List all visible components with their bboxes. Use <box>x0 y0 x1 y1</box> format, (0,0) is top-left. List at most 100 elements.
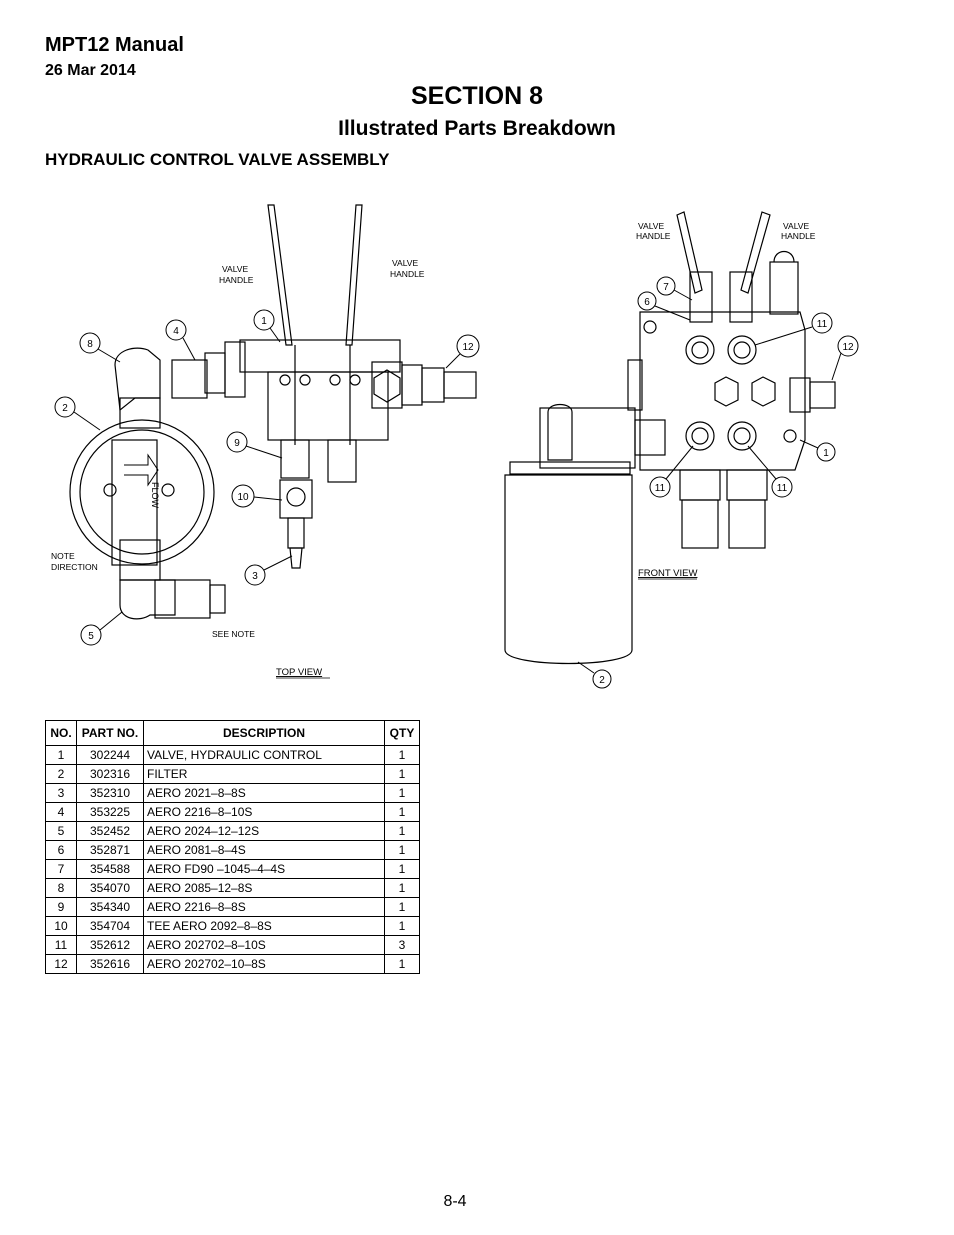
cell-qty: 1 <box>384 821 420 841</box>
valve-handle-right-l1: VALVE <box>392 258 418 268</box>
cell-part: 302244 <box>76 745 144 765</box>
parts-table-header: NO. PART NO. DESCRIPTION QTY <box>45 720 420 746</box>
cell-no: 10 <box>45 916 77 936</box>
cell-desc: AERO 202702–10–8S <box>143 954 385 974</box>
cell-no: 4 <box>45 802 77 822</box>
callout-2: 2 <box>62 403 68 414</box>
callout-6: 6 <box>644 297 650 308</box>
valve-handle-left-l2: HANDLE <box>219 275 254 285</box>
cell-no: 7 <box>45 859 77 879</box>
valve-handle-right-l2: HANDLE <box>390 269 425 279</box>
cell-no: 11 <box>45 935 77 955</box>
cell-qty: 1 <box>384 878 420 898</box>
cell-qty: 3 <box>384 935 420 955</box>
cell-qty: 1 <box>384 954 420 974</box>
front-view-label: FRONT VIEW <box>638 568 697 579</box>
callout-2-front: 2 <box>599 675 605 686</box>
callout-4: 4 <box>173 326 179 337</box>
cell-desc: VALVE, HYDRAULIC CONTROL <box>143 745 385 765</box>
cell-no: 8 <box>45 878 77 898</box>
top-view-label: TOP VIEW <box>276 667 322 678</box>
cell-no: 5 <box>45 821 77 841</box>
cell-part: 354070 <box>76 878 144 898</box>
cell-part: 354588 <box>76 859 144 879</box>
cell-part: 352310 <box>76 783 144 803</box>
note-direction-l1: NOTE <box>51 551 75 561</box>
cell-desc: AERO 202702–8–10S <box>143 935 385 955</box>
front-view-drawing <box>504 211 836 665</box>
cell-qty: 1 <box>384 783 420 803</box>
callout-8: 8 <box>87 339 93 350</box>
cell-qty: 1 <box>384 859 420 879</box>
col-no: NO. <box>45 720 77 746</box>
manual-date: 26 Mar 2014 <box>45 62 136 79</box>
front-valve-handle-left-l2: HANDLE <box>636 231 671 241</box>
cell-no: 1 <box>45 745 77 765</box>
cell-part: 352616 <box>76 954 144 974</box>
col-description: DESCRIPTION <box>143 720 385 746</box>
cell-part: 354704 <box>76 916 144 936</box>
callout-5: 5 <box>88 631 94 642</box>
cell-no: 3 <box>45 783 77 803</box>
cell-qty: 1 <box>384 745 420 765</box>
cell-qty: 1 <box>384 764 420 784</box>
cell-desc: AERO 2085–12–8S <box>143 878 385 898</box>
callout-3: 3 <box>252 571 258 582</box>
callout-11-c: 11 <box>777 483 788 494</box>
callout-11-b: 11 <box>655 483 666 494</box>
section-title: Illustrated Parts Breakdown <box>338 117 616 140</box>
cell-qty: 1 <box>384 840 420 860</box>
cell-desc: AERO FD90 –1045–4–4S <box>143 859 385 879</box>
col-qty: QTY <box>384 720 420 746</box>
front-valve-handle-right-l1: VALVE <box>783 221 809 231</box>
figure-labels: VALVE HANDLE VALVE HANDLE VALVE HANDLE V… <box>51 221 816 678</box>
cell-desc: AERO 2216–8–10S <box>143 802 385 822</box>
callout-7: 7 <box>663 282 669 293</box>
callout-1: 1 <box>261 316 267 327</box>
flow-label: FLOW <box>150 482 160 509</box>
cell-no: 6 <box>45 840 77 860</box>
cell-desc: TEE AERO 2092–8–8S <box>143 916 385 936</box>
cell-no: 2 <box>45 764 77 784</box>
assembly-title: HYDRAULIC CONTROL VALVE ASSEMBLY <box>45 150 390 169</box>
page-number: 8-4 <box>443 1193 467 1210</box>
callout-9: 9 <box>234 438 240 449</box>
cell-desc: AERO 2024–12–12S <box>143 821 385 841</box>
cell-part: 352612 <box>76 935 144 955</box>
callout-10: 10 <box>237 492 249 503</box>
cell-qty: 1 <box>384 916 420 936</box>
callout-11-a: 11 <box>817 319 828 330</box>
cell-part: 352452 <box>76 821 144 841</box>
see-note-label: SEE NOTE <box>212 629 255 639</box>
top-view-drawing: FLOW <box>69 204 477 620</box>
callouts: 1 2 3 4 5 8 9 10 12 6 7 11 11 11 12 1 2 <box>54 276 859 689</box>
section-number: SECTION 8 <box>411 82 543 110</box>
cell-part: 353225 <box>76 802 144 822</box>
cell-part: 302316 <box>76 764 144 784</box>
cell-part: 354340 <box>76 897 144 917</box>
cell-qty: 1 <box>384 897 420 917</box>
front-valve-handle-left-l1: VALVE <box>638 221 664 231</box>
note-direction-l2: DIRECTION <box>51 562 98 572</box>
valve-handle-left-l1: VALVE <box>222 264 248 274</box>
callout-1-front: 1 <box>823 448 829 459</box>
cell-desc: AERO 2081–8–4S <box>143 840 385 860</box>
parts-illustration: FLOW <box>51 204 859 689</box>
cell-desc: FILTER <box>143 764 385 784</box>
callout-12-front: 12 <box>842 342 854 353</box>
cell-part: 352871 <box>76 840 144 860</box>
cell-desc: AERO 2216–8–8S <box>143 897 385 917</box>
front-valve-handle-right-l2: HANDLE <box>781 231 816 241</box>
